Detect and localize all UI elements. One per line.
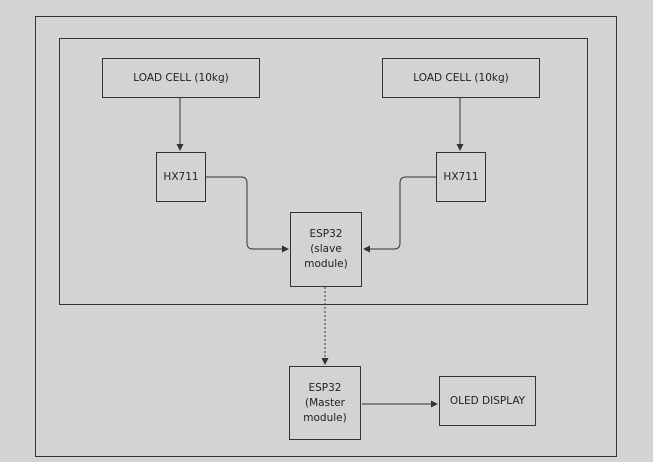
oled-display-label: OLED DISPLAY (449, 394, 526, 407)
wire-hx711-right-to-esp32-slave (363, 176, 436, 253)
hx711-right-label: HX711 (443, 170, 479, 183)
esp32-master-line1: ESP32 (308, 381, 342, 394)
load-cell-left: LOAD CELL (10kg) (102, 58, 260, 98)
esp32-master-line3: module) (303, 411, 347, 424)
hx711-left: HX711 (156, 152, 206, 202)
outer-frame (35, 16, 617, 457)
load-cell-right-label: LOAD CELL (10kg) (413, 71, 509, 84)
hx711-right: HX711 (436, 152, 486, 202)
esp32-slave-line2: (slave (310, 243, 342, 255)
esp32-slave-line1: ESP32 (309, 228, 343, 240)
esp32-slave-module: ESP32 (slave module) (290, 212, 362, 287)
esp32-master-module: ESP32 (Master module) (289, 366, 361, 440)
esp32-master-line2: (Master (305, 396, 345, 409)
load-cell-left-label: LOAD CELL (10kg) (133, 71, 229, 84)
esp32-slave-line3: module) (304, 258, 348, 270)
hx711-left-label: HX711 (163, 170, 199, 183)
wire-hx711-left-to-esp32-slave (206, 176, 289, 253)
load-cell-right: LOAD CELL (10kg) (382, 58, 540, 98)
slave-unit-frame (59, 38, 588, 305)
oled-display: OLED DISPLAY (439, 376, 536, 426)
